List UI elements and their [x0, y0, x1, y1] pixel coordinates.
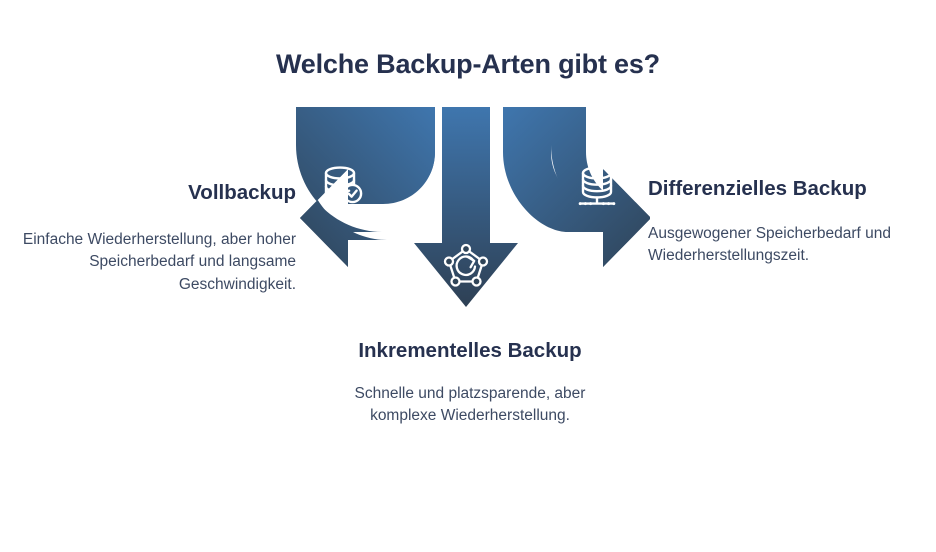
arrow-down: [414, 107, 518, 307]
page-title: Welche Backup-Arten gibt es?: [276, 49, 660, 79]
split-arrow-diagram: [290, 95, 651, 335]
arrows-svg: [296, 107, 651, 307]
branch-heading-inkrementelles-backup: Inkrementelles Backup: [358, 339, 582, 362]
arrow-left: [296, 107, 435, 267]
branch-heading-vollbackup: Vollbackup: [188, 181, 296, 204]
branch-heading-differenzielles-backup: Differenzielles Backup: [648, 177, 867, 200]
database-network-icon: [578, 166, 616, 206]
arrow-right: [503, 107, 651, 267]
branch-differenzielles-backup: Differenzielles Backup Ausgewogener Spei…: [648, 176, 926, 268]
branch-body-vollbackup: Einfache Wiederherstellung, aber hoher S…: [22, 230, 296, 293]
branch-inkrementelles-backup: Inkrementelles Backup Schnelle und platz…: [348, 338, 592, 428]
branch-body-differenzielles-backup: Ausgewogener Speicherbedarf und Wiederhe…: [648, 224, 892, 265]
network-restore-icon: [443, 243, 489, 287]
branch-body-inkrementelles-backup: Schnelle und platzsparende, aber komplex…: [354, 384, 586, 425]
branch-vollbackup: Vollbackup Einfache Wiederherstellung, a…: [10, 180, 296, 296]
database-check-icon: [324, 166, 363, 204]
